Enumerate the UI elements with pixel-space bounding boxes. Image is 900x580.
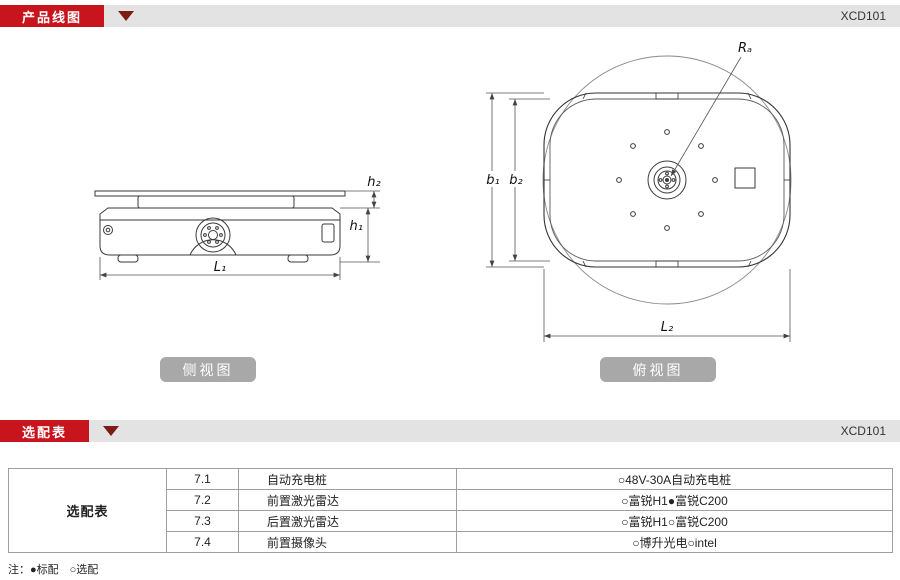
table-row: 7.2 前置激光雷达 ○富锐H1●富锐C200 [9, 489, 893, 511]
row-number: 7.4 [166, 531, 239, 553]
section-title-product-drawing: 产品线图 [0, 5, 105, 27]
dim-label-h1: h₁ [350, 219, 363, 234]
row-number: 7.1 [166, 468, 239, 490]
row-item: 后置激光雷达 [238, 510, 457, 532]
row-item: 自动充电桩 [238, 468, 457, 490]
turning-circle [542, 55, 792, 305]
section-title-options: 选配表 [0, 420, 90, 442]
row-options: ○博升光电○intel [456, 531, 893, 553]
center-turntable [647, 160, 687, 200]
row-options: ○富锐H1●富锐C200 [456, 489, 893, 511]
row-number: 7.3 [166, 510, 239, 532]
table-row: 7.3 后置激光雷达 ○富锐H1○富锐C200 [9, 510, 893, 532]
table-group-label: 选配表 [8, 468, 167, 553]
top-view-label: 俯视图 [600, 357, 716, 382]
model-code-top: XCD101 [840, 9, 886, 23]
row-item: 前置激光雷达 [238, 489, 457, 511]
dim-label-b1: b₁ [486, 173, 499, 188]
row-item: 前置摄像头 [238, 531, 457, 553]
dim-label-b2: b₂ [509, 173, 522, 188]
section-header-product-drawing: 产品线图 XCD101 [0, 5, 900, 27]
dim-label-L2: L₂ [661, 320, 673, 335]
triangle-marker-icon [103, 426, 120, 436]
side-view-dimensions [99, 190, 380, 280]
side-view-drawing: h₂ h₁ L₁ [94, 175, 381, 280]
label-mask [483, 171, 502, 187]
top-view-body [543, 92, 791, 268]
top-view-drawing: Rₐ b₁ b₂ L₂ [483, 41, 792, 342]
triangle-marker-icon [118, 11, 135, 21]
table-row: 选配表 7.1 自动充电桩 ○48V-30A自动充电桩 [8, 468, 893, 553]
row-options: ○48V-30A自动充电桩 [456, 468, 893, 490]
section-header-options: 选配表 XCD101 [0, 420, 900, 442]
label-mask [506, 171, 525, 187]
side-view-body [94, 190, 346, 263]
mounting-holes [616, 129, 718, 231]
dim-label-L1: L₁ [214, 260, 226, 275]
sensor-port-square [734, 167, 756, 189]
dim-label-h2: h₂ [367, 175, 380, 190]
options-table: 选配表 7.1 自动充电桩 ○48V-30A自动充电桩 7.2 前置激光雷达 ○… [8, 468, 893, 553]
row-number: 7.2 [166, 489, 239, 511]
table-row: 7.4 前置摄像头 ○博升光电○intel [9, 531, 893, 553]
legend-note: 注：●标配 ○选配 [8, 564, 99, 576]
row-options: ○富锐H1○富锐C200 [456, 510, 893, 532]
side-view-label: 侧视图 [160, 357, 256, 382]
model-code-bottom: XCD101 [840, 424, 886, 438]
dim-label-Ra: Rₐ [738, 41, 752, 56]
